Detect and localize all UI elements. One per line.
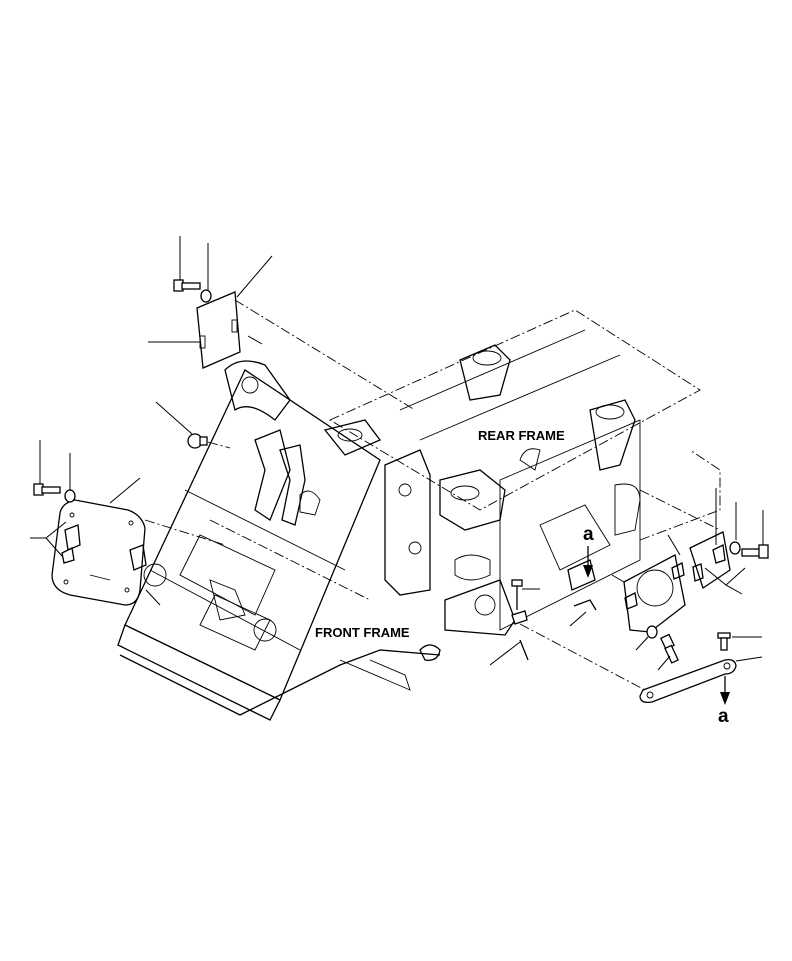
rear-frame bbox=[323, 309, 721, 636]
left-cover-bolt bbox=[33, 483, 61, 496]
reference-arrow-top: a bbox=[583, 524, 594, 578]
top-cover-washer bbox=[200, 289, 212, 303]
center-hardware bbox=[489, 559, 679, 671]
right-cover-washer bbox=[729, 541, 741, 555]
front-frame-label: FRONT FRAME bbox=[315, 625, 410, 640]
center-screw bbox=[511, 579, 523, 587]
link-bar-bolt bbox=[717, 632, 731, 651]
front-frame-lift-arm-mount bbox=[254, 429, 291, 521]
top-cover-group bbox=[148, 236, 416, 411]
rear-frame-label: REAR FRAME bbox=[478, 428, 565, 443]
front-frame-pivot-bracket bbox=[224, 360, 291, 421]
lower-washer bbox=[646, 625, 658, 639]
ref-label-bottom: a bbox=[718, 706, 729, 727]
link-bar bbox=[639, 658, 737, 704]
link-bar-group: a bbox=[519, 623, 763, 727]
top-cover-plate bbox=[196, 291, 241, 369]
rear-frame-tower-right bbox=[589, 399, 636, 471]
rear-frame-tower-left bbox=[459, 344, 511, 401]
left-cover-group bbox=[30, 440, 226, 606]
top-cover-bolt bbox=[173, 279, 201, 292]
front-frame bbox=[117, 360, 441, 721]
right-cover-bolt bbox=[741, 544, 769, 559]
frame-plug bbox=[155, 401, 231, 449]
center-hinge-plate bbox=[384, 449, 431, 596]
left-cover-washer bbox=[64, 489, 76, 503]
right-cover-plate-large bbox=[623, 554, 686, 633]
lower-bolt bbox=[659, 633, 679, 664]
ref-label-top: a bbox=[583, 524, 594, 545]
right-cover-group bbox=[611, 488, 769, 633]
